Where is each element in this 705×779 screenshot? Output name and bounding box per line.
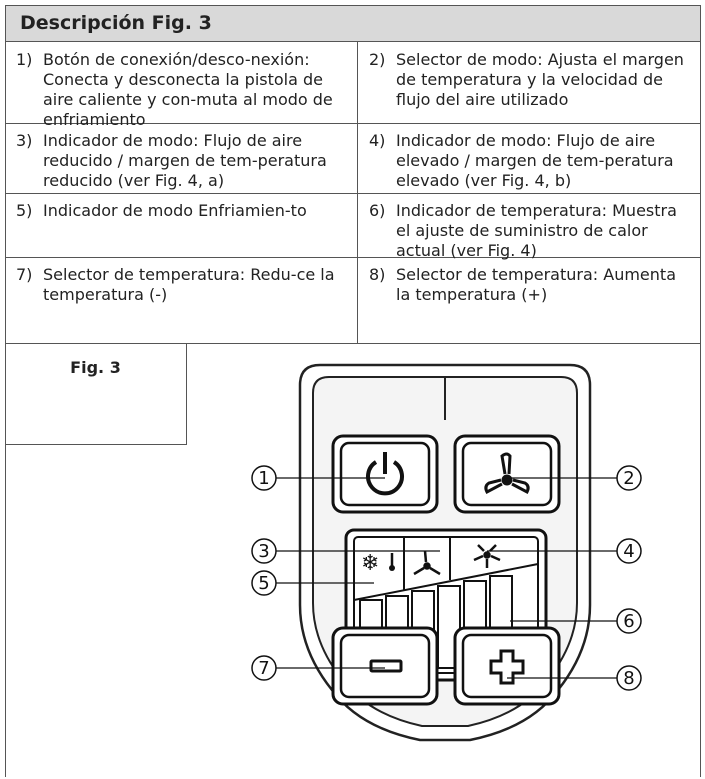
figure-label: Fig. 3 <box>5 344 187 445</box>
callout-5: 5 <box>251 570 277 596</box>
svg-text:5: 5 <box>258 573 269 594</box>
svg-text:7: 7 <box>258 658 269 679</box>
item-text: Indicador de modo: Flujo de aire reducid… <box>43 131 327 190</box>
item-3: 3) Indicador de modo: Flujo de aire redu… <box>5 125 357 191</box>
svg-text:2: 2 <box>623 468 634 489</box>
item-5: 5) Indicador de modo Enfriamien-to <box>5 195 357 221</box>
item-text: Indicador de modo Enfriamien-to <box>43 201 307 220</box>
item-number: 3) <box>16 131 33 150</box>
svg-text:6: 6 <box>623 611 634 632</box>
item-number: 1) <box>16 50 33 69</box>
item-text: Indicador de temperatura: Muestra el aju… <box>396 201 677 260</box>
item-number: 6) <box>369 201 386 220</box>
item-text: Selector de temperatura: Aumenta la temp… <box>396 265 676 304</box>
svg-text:3: 3 <box>258 541 269 562</box>
item-text: Selector de modo: Ajusta el margen de te… <box>396 50 684 109</box>
plus-icon <box>489 649 525 685</box>
callout-4: 4 <box>616 538 642 564</box>
row-divider <box>5 343 701 344</box>
item-7: 7) Selector de temperatura: Redu-ce la t… <box>5 259 357 305</box>
plus-button[interactable] <box>453 626 561 706</box>
item-8: 8) Selector de temperatura: Aumenta la t… <box>358 259 701 305</box>
callout-7: 7 <box>251 655 277 681</box>
item-text: Indicador de modo: Flujo de aire elevado… <box>396 131 674 190</box>
item-4: 4) Indicador de modo: Flujo de aire elev… <box>358 125 701 191</box>
svg-text:1: 1 <box>258 468 269 489</box>
item-1: 1) Botón de conexión/desco-nexión: Conec… <box>5 44 357 130</box>
table-title: Descripción Fig. 3 <box>5 5 701 42</box>
callout-1: 1 <box>251 465 277 491</box>
fan-mode-button[interactable] <box>453 434 561 514</box>
item-2: 2) Selector de modo: Ajusta el margen de… <box>358 44 701 110</box>
thermometer-icon <box>389 553 395 571</box>
column-divider <box>357 42 358 344</box>
callout-8: 8 <box>616 665 642 691</box>
snowflake-icon: ❄ <box>361 551 379 576</box>
callout-3: 3 <box>251 538 277 564</box>
item-number: 5) <box>16 201 33 220</box>
row-divider <box>5 257 701 258</box>
callout-2: 2 <box>616 465 642 491</box>
svg-text:8: 8 <box>623 668 634 689</box>
row-divider <box>5 123 701 124</box>
item-text: Botón de conexión/desco-nexión: Conecta … <box>43 50 333 129</box>
fan-high-icon <box>473 544 501 568</box>
svg-text:4: 4 <box>623 541 634 562</box>
power-button[interactable] <box>331 434 439 514</box>
fan-low-icon <box>413 550 441 576</box>
item-number: 4) <box>369 131 386 150</box>
fan-mode-icon <box>484 452 530 495</box>
minus-button[interactable] <box>331 626 439 706</box>
item-number: 2) <box>369 50 386 69</box>
row-divider <box>5 193 701 194</box>
power-icon <box>366 452 404 496</box>
item-number: 8) <box>369 265 386 284</box>
minus-icon <box>369 659 403 673</box>
callout-6: 6 <box>616 608 642 634</box>
item-6: 6) Indicador de temperatura: Muestra el … <box>358 195 701 261</box>
item-text: Selector de temperatura: Redu-ce la temp… <box>43 265 335 304</box>
item-number: 7) <box>16 265 33 284</box>
